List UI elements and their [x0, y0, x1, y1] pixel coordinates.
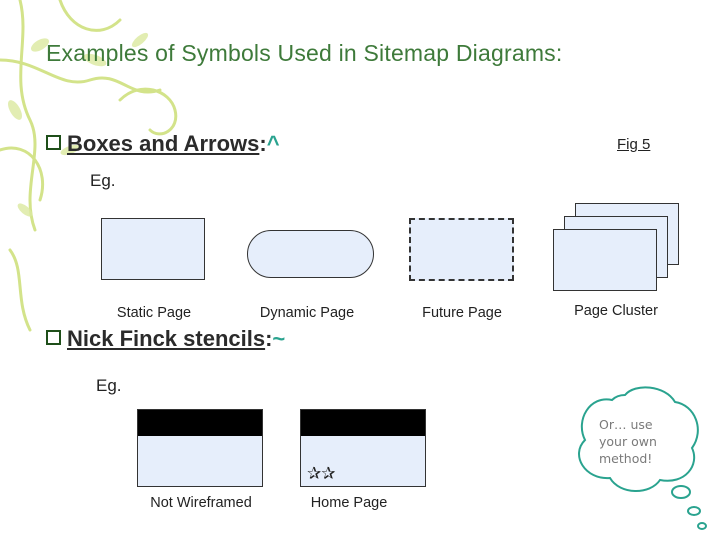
- static-page-symbol: [101, 218, 205, 280]
- slide-title: Examples of Symbols Used in Sitemap Diag…: [46, 40, 563, 66]
- future-page-symbol: [409, 218, 514, 281]
- home-page-stencil: ✰✰: [300, 409, 426, 487]
- caption-dynamic-page: Dynamic Page: [259, 305, 355, 321]
- bullet-boxes-and-arrows: Boxes and Arrows:^: [46, 131, 280, 157]
- caret-mark: ^: [266, 131, 280, 156]
- dynamic-page-symbol: [247, 230, 374, 278]
- not-wireframed-stencil: [137, 409, 263, 487]
- caption-page-cluster: Page Cluster: [574, 303, 658, 319]
- checkbox-bullet-icon: [46, 330, 61, 345]
- caption-static-page: Static Page: [116, 305, 192, 321]
- caption-not-wireframed: Not Wireframed: [150, 495, 252, 511]
- bullet-label: Boxes and Arrows: [67, 131, 260, 156]
- checkbox-bullet-icon: [46, 135, 61, 150]
- stencil-header-bar: [301, 410, 425, 436]
- thought-bubble-text: Or… use your own method!: [599, 417, 657, 466]
- caption-future-page: Future Page: [422, 305, 502, 321]
- eg-label: Eg.: [96, 376, 122, 395]
- caption-home-page: Home Page: [310, 495, 388, 511]
- bullet-nick-finck-stencils: Nick Finck stencils:~: [46, 326, 285, 352]
- bullet-label: Nick Finck stencils: [67, 326, 266, 351]
- figure-reference: Fig 5: [617, 136, 651, 153]
- tilde-mark: ~: [272, 326, 286, 351]
- stencil-header-bar: [138, 410, 262, 436]
- home-page-stars-icon: ✰✰: [307, 464, 336, 484]
- page-cluster-front-sheet: [553, 229, 657, 291]
- eg-label: Eg.: [90, 171, 116, 190]
